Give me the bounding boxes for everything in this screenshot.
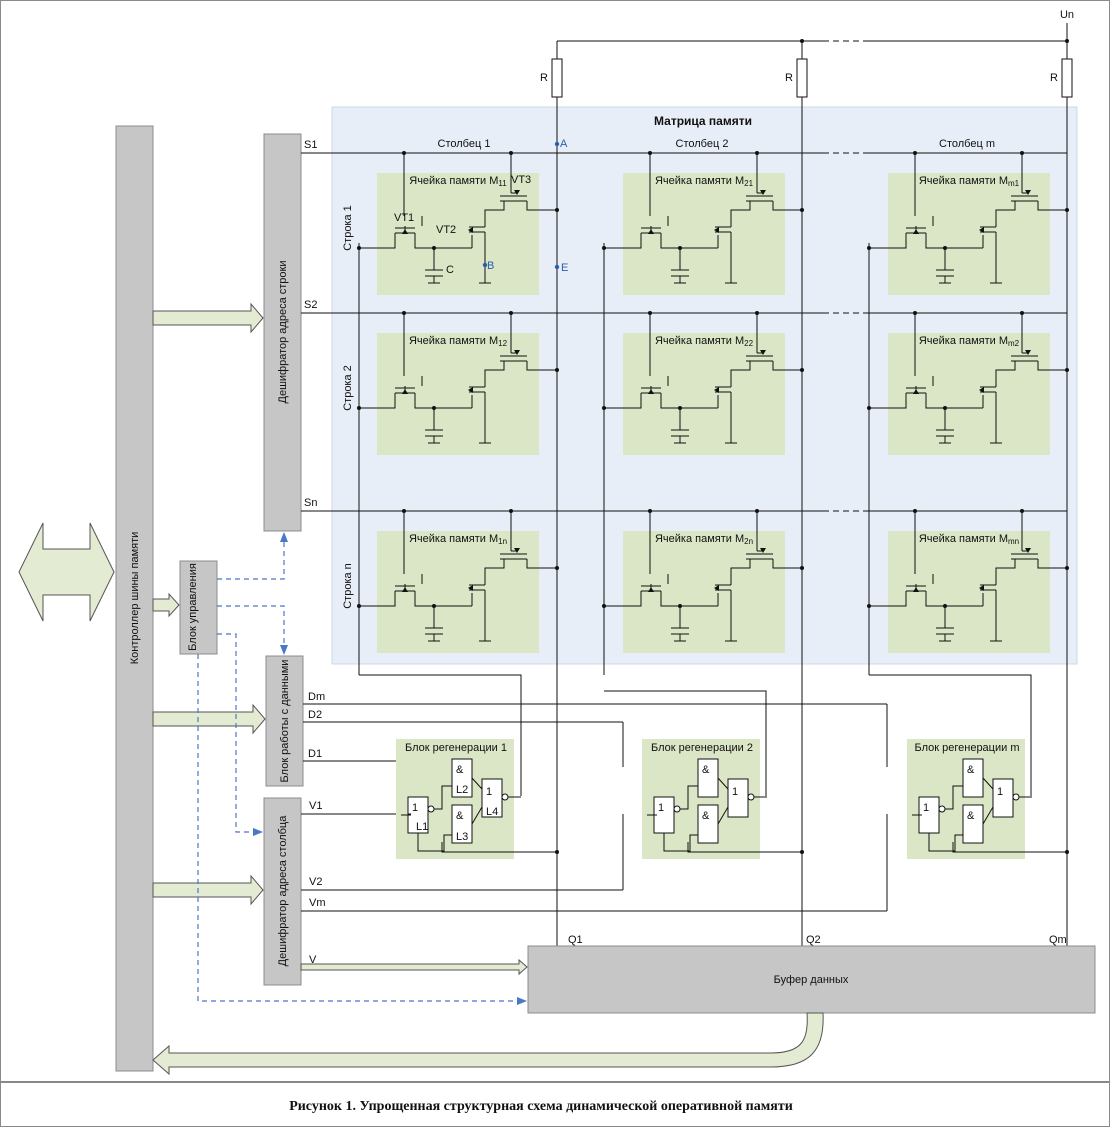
- resistor-1: [551, 58, 563, 98]
- output-qm: Qm: [1049, 934, 1067, 946]
- column-header-3: Столбец m: [939, 138, 995, 150]
- regeneration-block-2: Блок регенерации 2 & 1 & 1: [642, 739, 804, 859]
- regen-title: Блок регенерации 2: [651, 742, 753, 754]
- point-b-label: B: [487, 260, 494, 272]
- gate-label-l2: L2: [456, 784, 468, 796]
- column-decoder-label: Дешифратор адреса столбца: [277, 815, 289, 967]
- cell-title: Ячейка памяти M12: [409, 335, 508, 348]
- control-block: [179, 560, 218, 655]
- and-symbol: &: [967, 810, 975, 822]
- capacitor-label: C: [446, 264, 454, 276]
- data-signal-d1: D1: [308, 748, 322, 760]
- data-signal-d2: D2: [308, 709, 322, 721]
- gate-label-l4: L4: [486, 806, 498, 818]
- row-label-3: Строка n: [342, 563, 354, 609]
- power-label: Un: [1060, 9, 1074, 21]
- output-q2: Q2: [806, 934, 821, 946]
- regen-title: Блок регенерации 1: [405, 742, 507, 754]
- bus-arrow-row-decoder: [152, 302, 264, 334]
- column-signal-v1: V1: [309, 800, 322, 812]
- memory-cell-1-3: Ячейка памяти M1n: [357, 509, 559, 653]
- memory-cell-3-3: Ячейка памяти Mmn: [867, 509, 1069, 653]
- bus-arrow-control: [152, 592, 180, 618]
- and-symbol: &: [456, 810, 464, 822]
- point-e-label: E: [561, 262, 568, 274]
- resistor-label-1: R: [540, 72, 548, 84]
- cell-title: Ячейка памяти M11: [409, 175, 507, 188]
- not-symbol: 1: [658, 802, 664, 814]
- memory-cell-2-3: Ячейка памяти M2n: [602, 509, 804, 653]
- cell-title: Ячейка памяти Mm2: [919, 335, 1020, 348]
- external-bus-arrow: [18, 522, 115, 622]
- or-symbol: 1: [486, 786, 492, 798]
- and-symbol: &: [702, 810, 710, 822]
- column-signal-vm: Vm: [309, 897, 326, 909]
- bus-arrow-data-block: [152, 703, 266, 735]
- cell-title: Ячейка памяти Mmn: [919, 533, 1019, 546]
- cell-title: Ячейка памяти M21: [655, 175, 754, 188]
- gate-label-l1: L1: [416, 821, 428, 833]
- not-symbol: 1: [412, 802, 418, 814]
- data-buffer-block: [527, 945, 1096, 1014]
- and-symbol: &: [967, 764, 975, 776]
- or-symbol: 1: [997, 786, 1003, 798]
- vt2-label: VT2: [436, 224, 456, 236]
- row-label-2: Строка 2: [342, 365, 354, 411]
- resistor-3: [1061, 58, 1073, 98]
- data-buffer-label: Буфер данных: [774, 974, 849, 986]
- memory-cell-3-1: Ячейка памяти Mm1: [867, 151, 1069, 295]
- column-signal-v: V: [309, 954, 317, 966]
- column-signal-v2: V2: [309, 876, 322, 888]
- memory-cell-3-2: Ячейка памяти Mm2: [867, 311, 1069, 455]
- matrix-title: Матрица памяти: [654, 114, 752, 128]
- resistor-2: [796, 58, 808, 98]
- output-q1: Q1: [568, 934, 583, 946]
- control-label-text: Блок управления: [187, 563, 199, 651]
- memory-cell-2-1: Ячейка памяти M21: [602, 151, 804, 295]
- row-decoder-label: Дешифратор адреса строки: [277, 261, 289, 404]
- data-block-label: Блок работы с данными: [279, 660, 291, 783]
- cell-title: Ячейка памяти Mm1: [919, 175, 1020, 188]
- or-symbol: 1: [732, 786, 738, 798]
- regen-or-gate: [992, 778, 1014, 818]
- bus-arrow-v: [300, 958, 528, 976]
- and-symbol: &: [456, 764, 464, 776]
- row-signal-s2: S2: [304, 299, 317, 311]
- gate-label-l3: L3: [456, 831, 468, 843]
- bus-controller-label: Контроллер шины памяти: [129, 532, 141, 665]
- row-label-1: Строка 1: [342, 205, 354, 251]
- cell-title: Ячейка памяти M22: [655, 335, 754, 348]
- memory-cell-2-2: Ячейка памяти M22: [602, 311, 804, 455]
- point-a-label: A: [560, 138, 568, 150]
- vt3-label: VT3: [511, 174, 531, 186]
- regeneration-block-3: Блок регенерации m & 1 & 1: [907, 739, 1069, 859]
- cell-title: Ячейка памяти M2n: [655, 533, 753, 546]
- cell-title: Ячейка памяти M1n: [409, 533, 507, 546]
- resistor-label-3: R: [1050, 72, 1058, 84]
- column-header-1: Столбец 1: [438, 138, 491, 150]
- row-decoder-block: [263, 133, 302, 532]
- data-signal-dm: Dm: [308, 691, 325, 703]
- row-signal-sn: Sn: [304, 497, 317, 509]
- regen-title: Блок регенерации m: [915, 742, 1020, 754]
- regen-or-gate: [727, 778, 749, 818]
- row-signal-s1: S1: [304, 139, 317, 151]
- vt1-label: VT1: [394, 212, 414, 224]
- bus-controller-block: [115, 125, 154, 1072]
- and-symbol: &: [702, 764, 710, 776]
- column-header-2: Столбец 2: [676, 138, 729, 150]
- control-label: Блок управления: [187, 563, 199, 651]
- bus-arrow-buffer-return: [152, 1012, 824, 1076]
- resistor-label-2: R: [785, 72, 793, 84]
- data-block: [265, 655, 304, 787]
- bus-arrow-column-decoder: [152, 874, 264, 906]
- not-symbol: 1: [923, 802, 929, 814]
- memory-cell-1-2: Ячейка памяти M12: [357, 311, 559, 455]
- column-decoder-block: [263, 797, 302, 986]
- figure-caption: Рисунок 1. Упрощенная структурная схема …: [289, 1099, 793, 1114]
